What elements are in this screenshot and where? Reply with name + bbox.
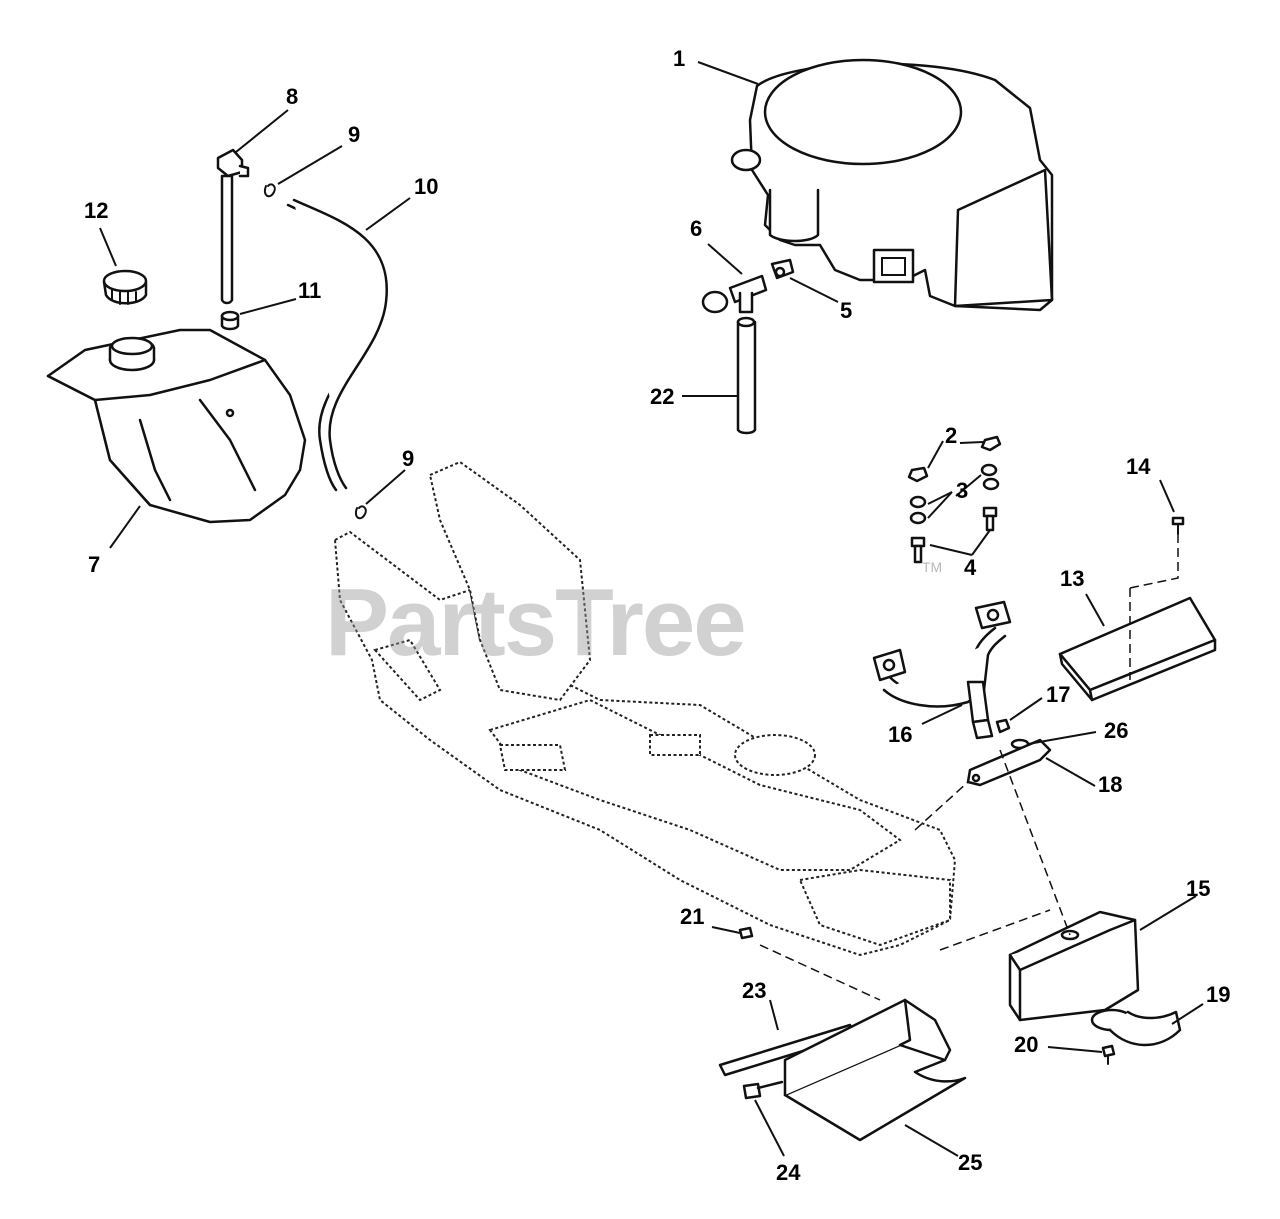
grommet[interactable] <box>220 310 240 331</box>
watermark: PartsTree TM <box>325 559 942 676</box>
callout-9-lower[interactable]: 9 <box>402 446 414 471</box>
watermark-trademark: TM <box>922 559 942 575</box>
exhaust-pipe[interactable] <box>872 600 1012 740</box>
bolt-right[interactable] <box>982 506 998 532</box>
callout-6[interactable]: 6 <box>690 216 702 241</box>
exhaust-nut[interactable] <box>995 718 1011 734</box>
callout-22[interactable]: 22 <box>650 384 674 409</box>
screw-heat-shield[interactable] <box>1171 516 1185 535</box>
exhaust-bracket[interactable] <box>914 738 1052 831</box>
callout-9-upper[interactable]: 9 <box>348 122 360 147</box>
deflector-screw[interactable] <box>1101 1044 1116 1065</box>
callout-19[interactable]: 19 <box>1206 982 1230 1007</box>
lock-washer-c[interactable] <box>909 495 927 509</box>
callout-labels: 1 2 3 4 5 6 7 8 9 9 10 11 12 13 14 15 16… <box>84 46 1230 1185</box>
fuel-fitting[interactable] <box>770 258 795 280</box>
callout-16[interactable]: 16 <box>888 722 912 747</box>
fuel-cap[interactable] <box>102 269 148 305</box>
callout-2[interactable]: 2 <box>945 423 957 448</box>
muffler[interactable] <box>939 749 1140 1022</box>
callout-26[interactable]: 26 <box>1104 718 1128 743</box>
callout-5[interactable]: 5 <box>840 298 852 323</box>
watermark-text: PartsTree <box>325 569 745 676</box>
callout-14[interactable]: 14 <box>1126 454 1151 479</box>
chassis-frame <box>333 460 957 957</box>
fuel-shutoff-valve[interactable] <box>701 274 768 314</box>
callout-15[interactable]: 15 <box>1186 876 1210 901</box>
callout-1[interactable]: 1 <box>673 46 685 71</box>
callout-24[interactable]: 24 <box>776 1160 801 1185</box>
hose-clamp-upper[interactable] <box>264 183 276 198</box>
callout-10[interactable]: 10 <box>414 174 438 199</box>
callout-20[interactable]: 20 <box>1014 1032 1038 1057</box>
callout-18[interactable]: 18 <box>1098 772 1122 797</box>
hex-nut-lower[interactable] <box>907 466 929 483</box>
callout-11[interactable]: 11 <box>298 278 321 303</box>
fuel-tank[interactable] <box>46 328 307 524</box>
fuel-pickup-tube[interactable] <box>216 148 250 305</box>
bolt-left[interactable] <box>910 536 926 564</box>
fuel-line-short[interactable] <box>736 316 757 435</box>
lock-washer-d[interactable] <box>909 511 927 525</box>
lock-washer-b[interactable] <box>982 477 1000 491</box>
callout-25[interactable]: 25 <box>958 1150 982 1175</box>
callout-4[interactable]: 4 <box>964 555 977 580</box>
hex-nut-upper[interactable] <box>980 435 1002 452</box>
callout-3[interactable]: 3 <box>956 478 968 503</box>
frame-screw[interactable] <box>738 926 754 940</box>
shield-bolt[interactable] <box>742 1080 784 1100</box>
callout-17[interactable]: 17 <box>1046 682 1070 707</box>
exhaust-deflector[interactable] <box>1090 1008 1182 1047</box>
leader-lines <box>99 61 1204 1157</box>
callout-23[interactable]: 23 <box>742 978 766 1003</box>
engine[interactable] <box>730 58 1054 312</box>
bottom-shield[interactable] <box>783 998 967 1142</box>
hose-clamp-lower[interactable] <box>355 505 367 520</box>
callout-7[interactable]: 7 <box>88 552 100 577</box>
callout-21[interactable]: 21 <box>680 904 704 929</box>
lock-washer-a[interactable] <box>980 463 998 477</box>
callout-8[interactable]: 8 <box>286 84 298 109</box>
callout-12[interactable]: 12 <box>84 198 108 223</box>
fuel-hose[interactable] <box>286 198 389 492</box>
heat-shield[interactable] <box>1058 534 1217 702</box>
callout-13[interactable]: 13 <box>1060 566 1084 591</box>
